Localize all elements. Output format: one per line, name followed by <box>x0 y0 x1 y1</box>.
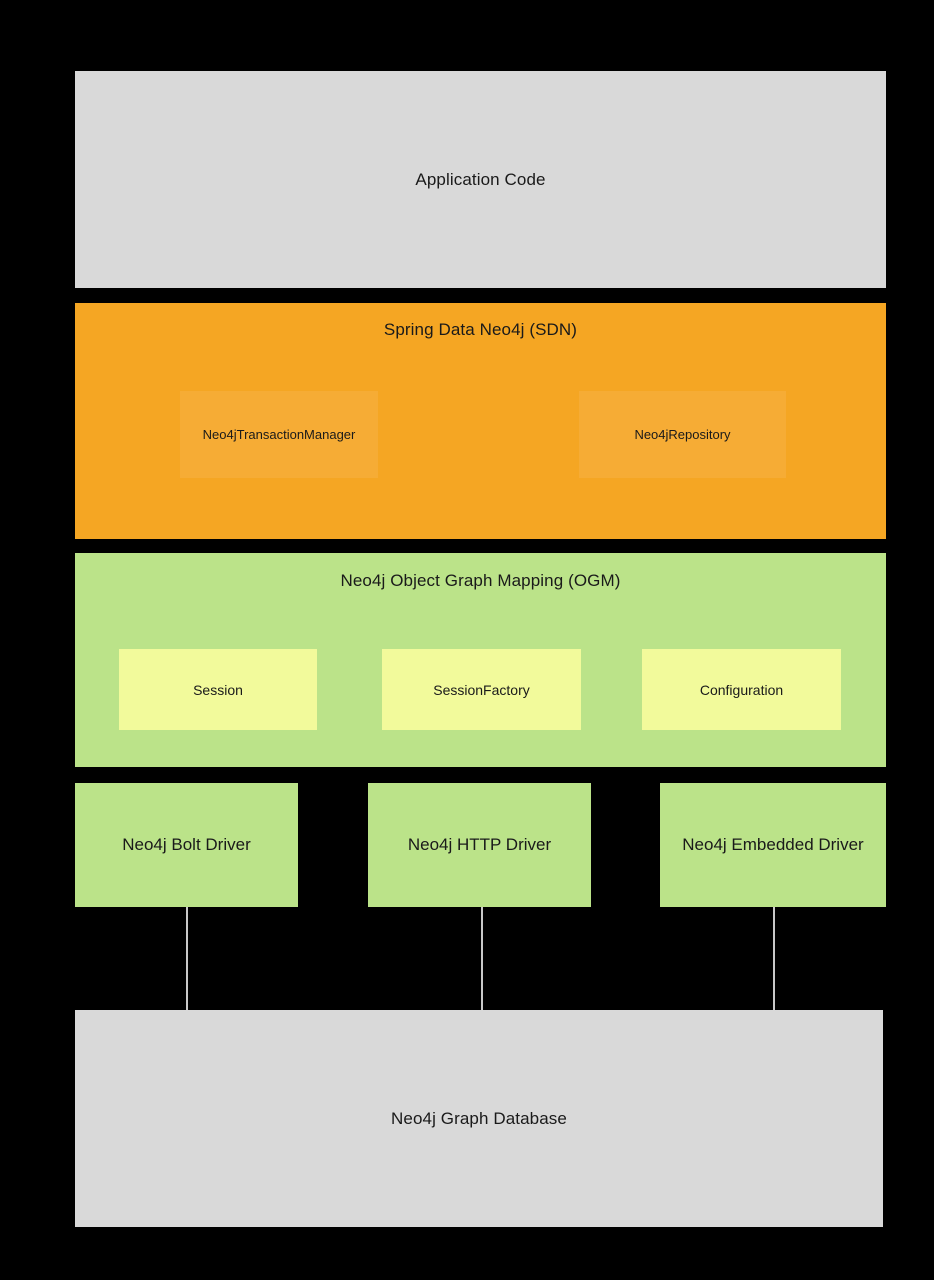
component-label: SessionFactory <box>433 681 530 698</box>
layer-neo4j-graph-database: Neo4j Graph Database <box>75 1010 883 1227</box>
driver-neo4j-bolt: Neo4j Bolt Driver <box>75 783 298 907</box>
component-neo4j-repository: Neo4jRepository <box>579 391 786 478</box>
application-code-label: Application Code <box>415 169 546 189</box>
connector-line-bolt-to-database <box>186 907 188 1010</box>
component-label: Session <box>193 681 243 698</box>
component-session: Session <box>119 649 317 730</box>
component-label: Neo4jRepository <box>634 427 731 442</box>
connector-line-embedded-to-database <box>773 907 775 1010</box>
component-neo4j-transaction-manager: Neo4jTransactionManager <box>180 391 378 478</box>
layer-application-code: Application Code <box>75 71 886 288</box>
driver-neo4j-embedded: Neo4j Embedded Driver <box>660 783 886 907</box>
layer-neo4j-ogm: Neo4j Object Graph Mapping (OGM) Session… <box>75 553 886 767</box>
sdn-label: Spring Data Neo4j (SDN) <box>383 320 578 339</box>
ogm-components: Session SessionFactory Configuration <box>75 649 886 730</box>
sdn-components: Neo4jTransactionManager Neo4jRepository <box>75 391 886 478</box>
ogm-label: Neo4j Object Graph Mapping (OGM) <box>340 571 621 590</box>
database-label: Neo4j Graph Database <box>391 1108 567 1128</box>
driver-label: Neo4j Bolt Driver <box>122 835 251 854</box>
driver-neo4j-http: Neo4j HTTP Driver <box>368 783 591 907</box>
driver-label: Neo4j Embedded Driver <box>682 835 864 854</box>
component-label: Configuration <box>699 681 784 698</box>
layer-spring-data-neo4j: Spring Data Neo4j (SDN) Neo4jTransaction… <box>75 303 886 539</box>
component-label: Neo4jTransactionManager <box>202 427 356 442</box>
component-configuration: Configuration <box>642 649 841 730</box>
driver-label: Neo4j HTTP Driver <box>407 835 552 854</box>
connector-line-http-to-database <box>481 907 483 1010</box>
component-session-factory: SessionFactory <box>382 649 581 730</box>
